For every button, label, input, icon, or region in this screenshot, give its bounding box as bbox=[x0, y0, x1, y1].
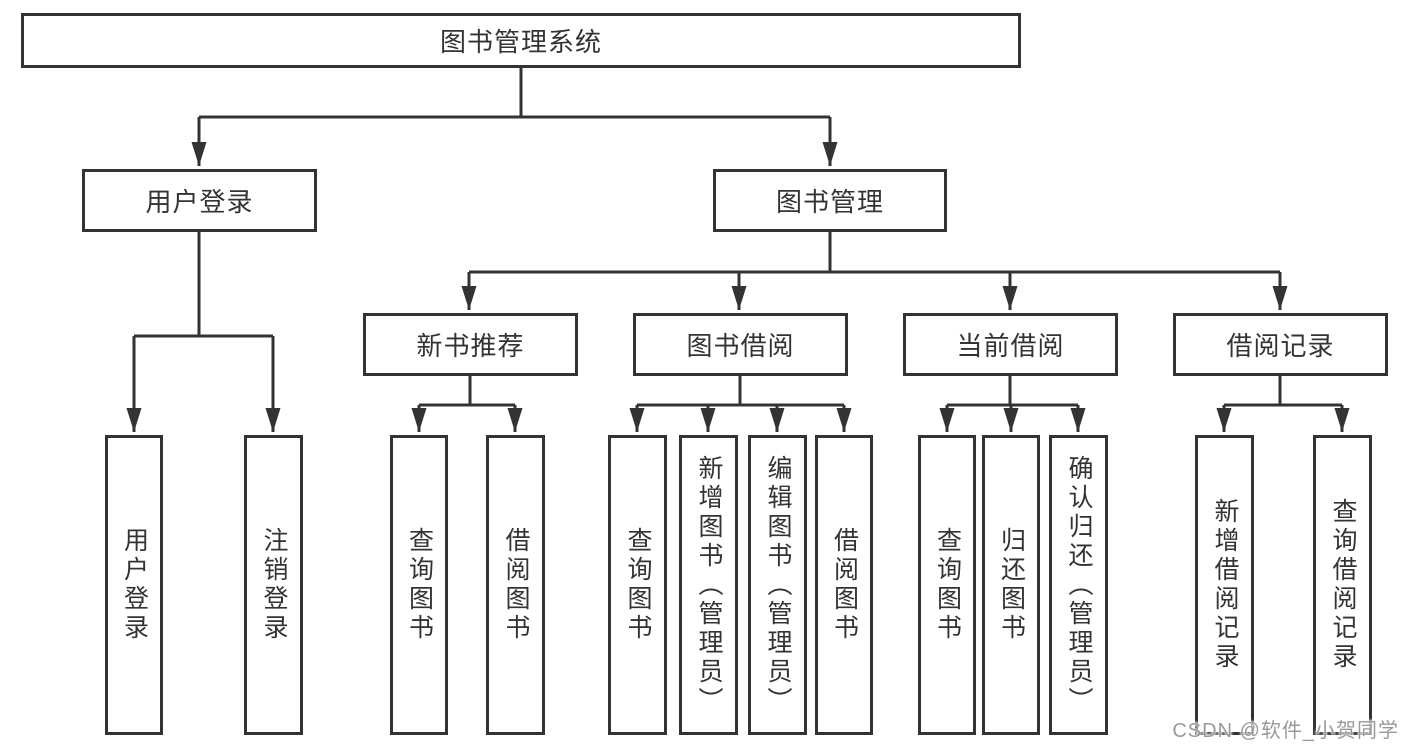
node-confirm-return-admin-label: 确认归还（管理员） bbox=[1065, 454, 1093, 716]
node-query-books-current: 查询图书 bbox=[918, 435, 976, 735]
node-borrow-records: 借阅记录 bbox=[1173, 313, 1388, 376]
node-user-login-action: 用户登录 bbox=[105, 435, 163, 735]
node-user-login-action-label: 用户登录 bbox=[120, 527, 149, 643]
node-borrow-records-label: 借阅记录 bbox=[1226, 331, 1335, 361]
node-add-books-admin-label: 新增图书（管理员） bbox=[695, 454, 723, 716]
node-borrow-books-recommend-label: 借阅图书 bbox=[502, 527, 530, 643]
node-add-borrow-record-label: 新增借阅记录 bbox=[1211, 498, 1239, 672]
node-logout-action: 注销登录 bbox=[244, 435, 303, 735]
node-root: 图书管理系统 bbox=[21, 13, 1021, 68]
node-edit-books-admin-label: 编辑图书（管理员） bbox=[764, 454, 792, 716]
node-current-borrow-label: 当前借阅 bbox=[956, 331, 1065, 361]
node-current-borrow: 当前借阅 bbox=[903, 313, 1118, 376]
node-add-borrow-record: 新增借阅记录 bbox=[1195, 435, 1254, 735]
node-confirm-return-admin: 确认归还（管理员） bbox=[1049, 435, 1108, 735]
node-book-borrow: 图书借阅 bbox=[633, 313, 848, 376]
node-return-books-label: 归还图书 bbox=[997, 527, 1026, 643]
node-user-login: 用户登录 bbox=[82, 169, 317, 232]
node-logout-action-label: 注销登录 bbox=[260, 527, 288, 643]
node-query-borrow-record: 查询借阅记录 bbox=[1313, 435, 1372, 735]
node-edit-books-admin: 编辑图书（管理员） bbox=[748, 435, 807, 735]
node-borrow-books-recommend: 借阅图书 bbox=[486, 435, 545, 735]
node-book-management-label: 图书管理 bbox=[775, 187, 884, 217]
node-query-books-borrow: 查询图书 bbox=[608, 435, 667, 735]
node-add-books-admin: 新增图书（管理员） bbox=[679, 435, 738, 735]
node-borrow-books-label: 借阅图书 bbox=[830, 527, 859, 643]
node-book-management: 图书管理 bbox=[713, 169, 947, 232]
node-query-books-current-label: 查询图书 bbox=[933, 527, 962, 643]
node-query-borrow-record-label: 查询借阅记录 bbox=[1329, 498, 1357, 672]
node-borrow-books: 借阅图书 bbox=[815, 435, 873, 735]
node-new-book-recommend-label: 新书推荐 bbox=[416, 331, 525, 361]
node-query-books-borrow-label: 查询图书 bbox=[624, 527, 652, 643]
csdn-watermark: CSDN @软件_小贺同学 bbox=[1172, 720, 1399, 742]
node-new-book-recommend: 新书推荐 bbox=[363, 313, 578, 376]
node-book-borrow-label: 图书借阅 bbox=[686, 331, 795, 361]
node-user-login-label: 用户登录 bbox=[145, 187, 254, 217]
node-query-books-recommend-label: 查询图书 bbox=[405, 527, 434, 643]
node-query-books-recommend: 查询图书 bbox=[390, 435, 448, 735]
node-root-label: 图书管理系统 bbox=[439, 27, 602, 57]
node-return-books: 归还图书 bbox=[982, 435, 1040, 735]
